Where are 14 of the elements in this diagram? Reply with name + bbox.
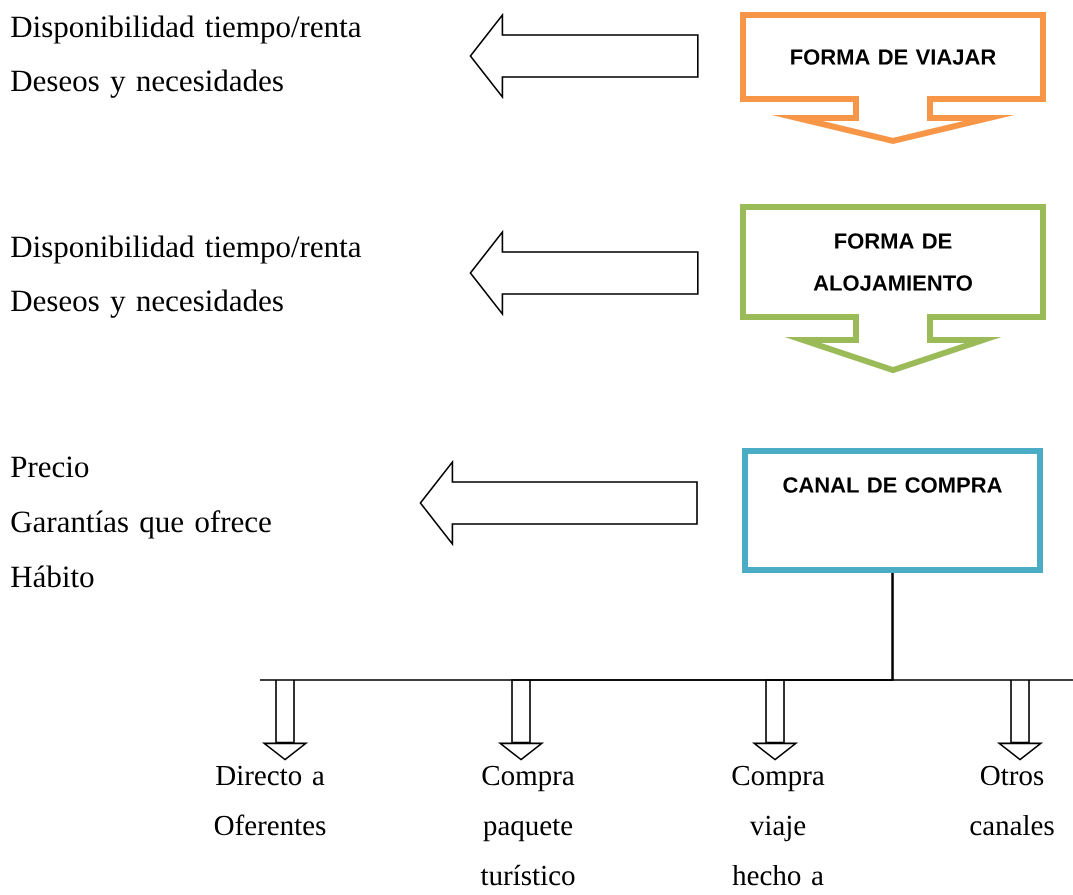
callout-box: FORMA DE ALOJAMIENTO bbox=[740, 204, 1046, 374]
channel-box: CANAL DE COMPRA bbox=[742, 448, 1043, 573]
channel-label: Compra viaje hecho a bbox=[732, 765, 825, 886]
channel-label: Compra paquete turístico bbox=[480, 765, 575, 886]
callout-box: FORMA DE VIAJAR bbox=[740, 12, 1046, 145]
channel-label: Otros canales bbox=[970, 765, 1054, 836]
block-arrow bbox=[469, 229, 699, 317]
block-arrow bbox=[419, 459, 698, 547]
block-arrow bbox=[469, 12, 699, 100]
channel-label: Directo a Oferentes bbox=[214, 765, 326, 836]
factor-list: Disponibilidad tiempo/renta Deseos y necesidades bbox=[11, 15, 362, 98]
branch-arrow bbox=[891, 572, 1073, 761]
factor-list: Disponibilidad tiempo/renta Deseos y necesidades bbox=[11, 235, 362, 318]
factor-list: Precio Garantías que ofrece Hábito bbox=[11, 456, 271, 588]
